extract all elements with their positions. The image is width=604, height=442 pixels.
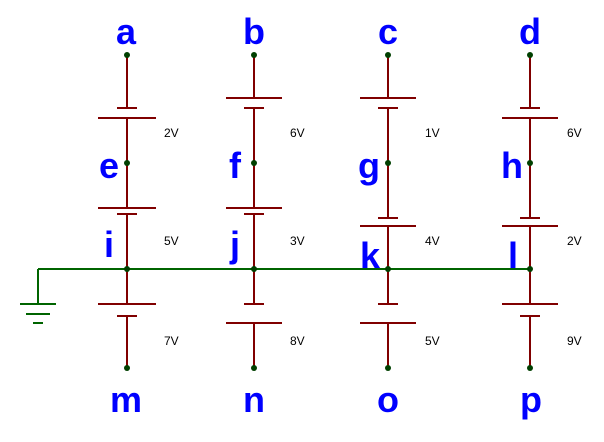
battery-a-e [98, 107, 156, 119]
voltage-label-k-o: 5V [425, 334, 440, 348]
node-dot-b [251, 52, 257, 58]
battery-f-j [226, 207, 282, 215]
voltage-labels: 2V 6V 1V 6V 5V 3V 4V 2V 7V 8V 5V 9V [164, 126, 582, 348]
battery-l-p [502, 303, 558, 317]
node-label-i: i [104, 224, 114, 265]
voltage-label-d-h: 6V [567, 126, 582, 140]
node-dot-d [527, 52, 533, 58]
column-wires [126, 55, 531, 368]
voltage-label-b-f: 6V [290, 126, 305, 140]
node-dot-h [527, 160, 533, 166]
node-label-d: d [519, 11, 541, 52]
node-label-o: o [377, 379, 399, 420]
node-dot-a [124, 52, 130, 58]
voltage-label-a-e: 2V [164, 126, 179, 140]
node-dot-l [527, 266, 533, 272]
node-label-e: e [99, 145, 119, 186]
ground-bus [37, 268, 530, 304]
node-dot-o [385, 365, 391, 371]
batteries [98, 97, 558, 324]
node-label-h: h [501, 145, 523, 186]
node-label-p: p [520, 379, 542, 420]
node-label-k: k [360, 235, 381, 276]
battery-i-m [98, 303, 156, 317]
voltage-label-j-n: 8V [290, 334, 305, 348]
voltage-label-g-k: 4V [425, 234, 440, 248]
ground-symbol [20, 303, 56, 324]
node-dot-c [385, 52, 391, 58]
voltage-label-f-j: 3V [290, 234, 305, 248]
node-dot-g [385, 160, 391, 166]
battery-c-g [360, 97, 416, 109]
node-label-a: a [116, 11, 137, 52]
battery-d-h [502, 107, 558, 119]
node-labels: a b c d e f g h i j k l m n o p [99, 11, 542, 420]
node-label-f: f [229, 145, 242, 186]
node-label-m: m [110, 379, 142, 420]
battery-b-f [226, 97, 282, 109]
node-label-b: b [243, 11, 265, 52]
node-label-n: n [243, 379, 265, 420]
voltage-label-l-p: 9V [567, 334, 582, 348]
node-dots [124, 52, 533, 371]
node-label-c: c [378, 11, 398, 52]
node-dot-m [124, 365, 130, 371]
node-dot-n [251, 365, 257, 371]
node-label-g: g [358, 145, 380, 186]
voltage-label-c-g: 1V [425, 126, 440, 140]
node-dot-p [527, 365, 533, 371]
battery-g-k [360, 217, 416, 227]
node-dot-j [251, 266, 257, 272]
voltage-label-h-l: 2V [567, 234, 582, 248]
node-label-j: j [229, 224, 240, 265]
node-dot-k [385, 266, 391, 272]
battery-h-l [502, 217, 558, 227]
voltage-label-i-m: 7V [164, 334, 179, 348]
voltage-label-e-i: 5V [164, 234, 179, 248]
node-dot-e [124, 160, 130, 166]
node-dot-i [124, 266, 130, 272]
node-dot-f [251, 160, 257, 166]
node-label-l: l [508, 235, 518, 276]
battery-j-n [226, 303, 282, 324]
battery-k-o [360, 303, 416, 324]
battery-e-i [98, 207, 156, 215]
